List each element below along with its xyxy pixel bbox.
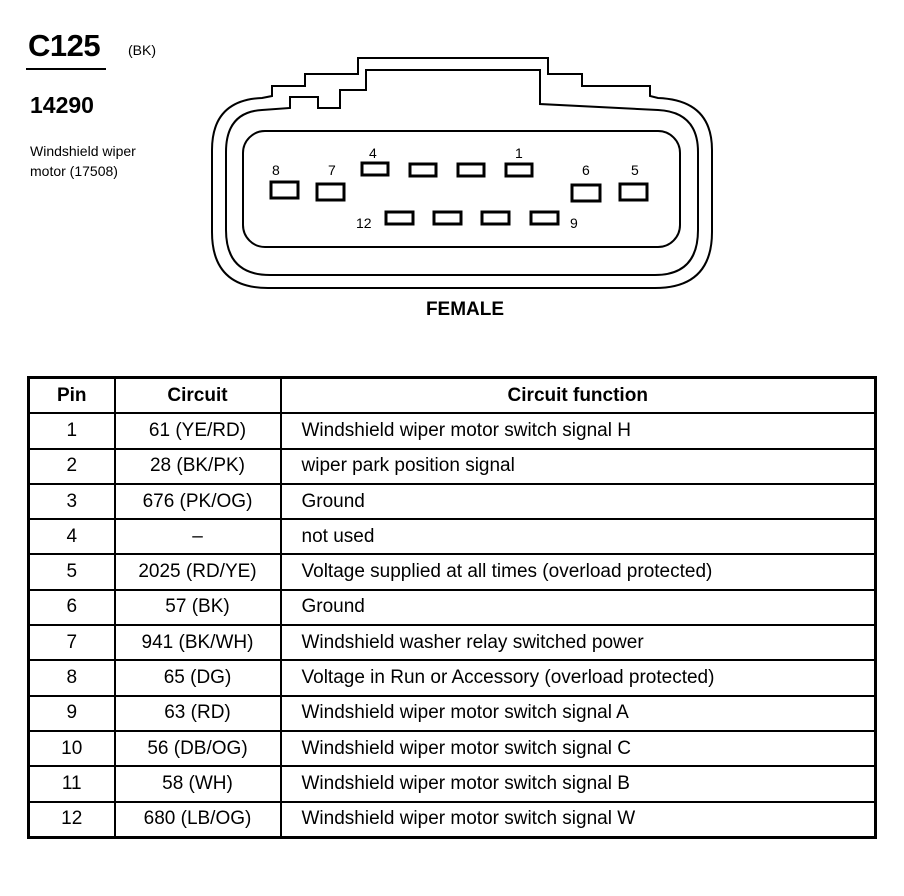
component-name: Windshield wiper motor (17508) bbox=[30, 141, 180, 181]
pin-5-terminal bbox=[618, 182, 649, 202]
pin-1-terminal bbox=[504, 162, 534, 178]
pin-cell: 3 bbox=[27, 482, 116, 521]
table-row: 2 28 (BK/PK) wiper park position signal bbox=[27, 447, 877, 485]
pin-7-terminal bbox=[315, 182, 346, 202]
part-number: 14290 bbox=[30, 92, 94, 118]
function-cell: Windshield wiper motor switch signal H bbox=[279, 412, 877, 450]
pin-cavity bbox=[242, 130, 681, 248]
pin-4-terminal bbox=[360, 161, 390, 177]
component-name-line-2: motor (17508) bbox=[30, 163, 118, 179]
function-cell: Windshield wiper motor switch signal W bbox=[279, 800, 877, 839]
function-cell: Windshield wiper motor switch signal C bbox=[279, 729, 877, 768]
table-row: 4 – not used bbox=[27, 518, 877, 556]
pin-12-terminal bbox=[384, 210, 415, 226]
connector-id: C125 bbox=[28, 28, 101, 63]
circuit-cell: – bbox=[113, 518, 282, 556]
table-row: 10 56 (DB/OG) Windshield wiper motor swi… bbox=[27, 729, 877, 768]
connector-color: (BK) bbox=[128, 42, 156, 58]
function-cell: Windshield wiper motor switch signal B bbox=[279, 765, 877, 803]
function-cell: Ground bbox=[279, 482, 877, 521]
table-row: 5 2025 (RD/YE) Voltage supplied at all t… bbox=[27, 553, 877, 591]
table-row: 3 676 (PK/OG) Ground bbox=[27, 482, 877, 521]
table-row: 9 63 (RD) Windshield wiper motor switch … bbox=[27, 694, 877, 732]
column-header-circuit-function: Circuit function bbox=[279, 376, 877, 415]
component-name-line-1: Windshield wiper bbox=[30, 143, 136, 159]
function-cell: Windshield wiper motor switch signal A bbox=[279, 694, 877, 732]
pin-cell: 5 bbox=[27, 553, 116, 591]
table-row: 7 941 (BK/WH) Windshield washer relay sw… bbox=[27, 624, 877, 662]
table-header-row: Pin Circuit Circuit function bbox=[27, 376, 877, 415]
pin-9-terminal bbox=[529, 210, 560, 226]
pin-2-terminal bbox=[456, 162, 486, 178]
connector-housing-inner-outline bbox=[225, 69, 699, 276]
pin-label-7: 7 bbox=[328, 162, 336, 178]
connector-face-diagram: 8 7 4 1 6 5 12 9 bbox=[211, 57, 713, 289]
pin-cell: 6 bbox=[27, 588, 116, 627]
pin-8-terminal bbox=[269, 180, 300, 200]
function-cell: Windshield washer relay switched power bbox=[279, 624, 877, 662]
circuit-cell: 61 (YE/RD) bbox=[113, 412, 282, 450]
circuit-cell: 676 (PK/OG) bbox=[113, 482, 282, 521]
pin-cell: 2 bbox=[27, 447, 116, 485]
function-cell: not used bbox=[279, 518, 877, 556]
table-row: 1 61 (YE/RD) Windshield wiper motor swit… bbox=[27, 412, 877, 450]
circuit-cell: 65 (DG) bbox=[113, 659, 282, 697]
pin-cell: 10 bbox=[27, 729, 116, 768]
table-row: 8 65 (DG) Voltage in Run or Accessory (o… bbox=[27, 659, 877, 697]
pin-label-5: 5 bbox=[631, 162, 639, 178]
function-cell: Voltage supplied at all times (overload … bbox=[279, 553, 877, 591]
connector-gender-label: FEMALE bbox=[425, 299, 505, 320]
pin-3-terminal bbox=[408, 162, 438, 178]
pin-label-8: 8 bbox=[272, 162, 280, 178]
circuit-cell: 680 (LB/OG) bbox=[113, 800, 282, 839]
pin-label-1: 1 bbox=[515, 145, 523, 161]
pin-cell: 1 bbox=[27, 412, 116, 450]
column-header-circuit: Circuit bbox=[113, 376, 282, 415]
pin-11-terminal bbox=[432, 210, 463, 226]
circuit-cell: 57 (BK) bbox=[113, 588, 282, 627]
circuit-cell: 2025 (RD/YE) bbox=[113, 553, 282, 591]
column-header-pin: Pin bbox=[27, 376, 116, 415]
pin-label-12: 12 bbox=[356, 215, 372, 231]
connector-id-underline bbox=[26, 68, 106, 70]
pin-label-9: 9 bbox=[570, 215, 578, 231]
table-row: 12 680 (LB/OG) Windshield wiper motor sw… bbox=[27, 800, 877, 839]
pin-label-6: 6 bbox=[582, 162, 590, 178]
function-cell: Voltage in Run or Accessory (overload pr… bbox=[279, 659, 877, 697]
circuit-cell: 63 (RD) bbox=[113, 694, 282, 732]
pin-cell: 4 bbox=[27, 518, 116, 556]
pin-10-terminal bbox=[480, 210, 511, 226]
pin-cell: 11 bbox=[27, 765, 116, 803]
pin-cell: 7 bbox=[27, 624, 116, 662]
function-cell: wiper park position signal bbox=[279, 447, 877, 485]
pin-cell: 12 bbox=[27, 800, 116, 839]
connector-housing-outline bbox=[211, 57, 713, 289]
pin-cell: 9 bbox=[27, 694, 116, 732]
circuit-cell: 58 (WH) bbox=[113, 765, 282, 803]
pin-cell: 8 bbox=[27, 659, 116, 697]
table-row: 6 57 (BK) Ground bbox=[27, 588, 877, 627]
function-cell: Ground bbox=[279, 588, 877, 627]
pin-label-4: 4 bbox=[369, 145, 377, 161]
circuit-cell: 56 (DB/OG) bbox=[113, 729, 282, 768]
pin-function-table: Pin Circuit Circuit function 1 61 (YE/RD… bbox=[27, 376, 877, 839]
circuit-cell: 941 (BK/WH) bbox=[113, 624, 282, 662]
circuit-cell: 28 (BK/PK) bbox=[113, 447, 282, 485]
table-row: 11 58 (WH) Windshield wiper motor switch… bbox=[27, 765, 877, 803]
pin-6-terminal bbox=[570, 183, 602, 203]
